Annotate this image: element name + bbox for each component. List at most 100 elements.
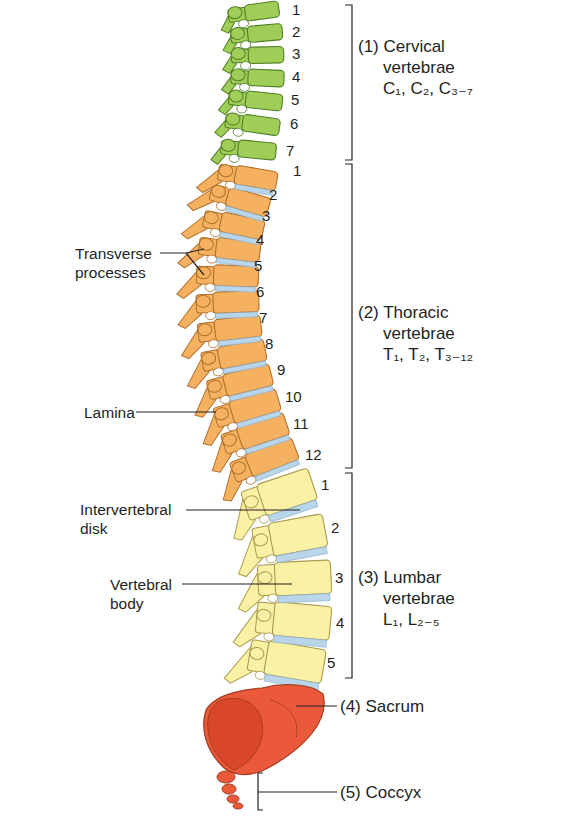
vertebral-body (248, 69, 285, 87)
leader-line (182, 583, 292, 584)
intervertebral-disk (235, 184, 273, 195)
vertebra-number: 3 (262, 207, 270, 224)
transverse-process (221, 139, 236, 152)
coccyx-segment (222, 784, 236, 794)
vertebra-number: 5 (254, 257, 262, 274)
transverse-process (203, 210, 219, 225)
transverse-process (230, 27, 245, 40)
intervertebral-disk (216, 258, 256, 268)
vertebra-number: 5 (291, 91, 299, 108)
vertebral-body (241, 114, 280, 136)
region-label: (3) Lumbar vertebrae L₁, L₂₋₅ (358, 567, 455, 630)
sacral-line (270, 700, 297, 738)
intervertebral-disk (215, 286, 256, 293)
transverse-process (199, 237, 214, 251)
vertebra-number: 11 (293, 415, 309, 432)
vertebra-number: 3 (335, 569, 343, 586)
vertebra (211, 137, 277, 169)
intervertebral-disk (216, 312, 258, 319)
transverse-process (258, 571, 273, 584)
region-label: (2) Thoracic vertebrae T₁, T₂, T₃₋₁₂ (358, 302, 473, 365)
vertebra-number: 2 (331, 519, 339, 536)
intervertebral-foramen (206, 311, 216, 319)
transverse-process (225, 112, 241, 126)
vertebra-number: 12 (305, 446, 322, 463)
region-label: (5) Coccyx (340, 782, 421, 803)
coccyx-segment (227, 795, 239, 803)
vertebra-number: 7 (259, 309, 267, 326)
vertebra-number: 1 (293, 162, 301, 179)
vertebra-number: 4 (292, 68, 300, 85)
region-bracket (345, 473, 352, 678)
intervertebral-disk (255, 460, 300, 481)
region-bracket (258, 773, 337, 810)
transverse-process (196, 295, 210, 308)
part-label: Vertebral body (110, 575, 172, 613)
vertebra (177, 263, 259, 301)
transverse-process (243, 494, 260, 510)
part-label: Transverse processes (75, 244, 152, 282)
coccyx-segment (233, 803, 243, 809)
vertebral-column (177, 1, 333, 698)
intervertebral-disk (269, 500, 319, 522)
intervertebral-foramen (239, 83, 249, 91)
region-bracket (345, 5, 352, 160)
intervertebral-disk (220, 232, 260, 245)
region-label: (1) Cervical vertebrae C₁, C₂, C₃₋₇ (358, 36, 473, 99)
transverse-process (230, 460, 247, 476)
intervertebral-disk (218, 336, 261, 346)
intervertebral-disk (237, 411, 281, 428)
transverse-process (227, 6, 242, 20)
vertebral-body (248, 46, 284, 63)
vertebral-body (274, 560, 331, 596)
intervertebral-disk (229, 386, 273, 401)
vertebra-number: 3 (292, 45, 300, 62)
transverse-process (253, 533, 269, 547)
vertebra (214, 110, 280, 145)
transverse-process (201, 351, 217, 365)
vertebra-number: 2 (269, 186, 277, 203)
region-bracket (345, 164, 352, 468)
transverse-process (231, 68, 246, 81)
transverse-process (221, 432, 238, 448)
transverse-process (197, 323, 212, 337)
vertebra-number: 6 (256, 283, 264, 300)
vertebral-body (213, 290, 259, 313)
leader-line (186, 509, 300, 510)
coccyx-segment (217, 771, 235, 783)
vertebra-number: 5 (327, 654, 335, 671)
vertebra-number: 4 (256, 231, 264, 248)
vertebra-number: 1 (321, 476, 329, 493)
vertebra-number: 10 (285, 388, 302, 405)
intervertebral-disk (223, 361, 266, 374)
vertebra (196, 159, 278, 205)
vertebral-body (245, 91, 283, 111)
sacrum-coccyx (204, 685, 324, 809)
transverse-process (256, 609, 271, 622)
sacrum-shape (204, 685, 324, 775)
transverse-process (218, 164, 234, 178)
vertebra-number: 8 (265, 335, 273, 352)
brackets-and-leaders (136, 5, 352, 810)
leader-line (160, 249, 204, 275)
sacral-crest (208, 698, 263, 770)
vertebra (218, 1, 281, 34)
leader-line (296, 705, 337, 706)
vertebra-number: 6 (290, 115, 298, 132)
vertebral-body (247, 23, 283, 42)
intervertebral-disk (225, 206, 264, 222)
leader-line (136, 411, 216, 412)
intervertebral-foramen (268, 594, 278, 602)
intervertebral-foramen (205, 283, 215, 291)
vertebral-body (272, 601, 332, 640)
transverse-process (206, 379, 222, 394)
vertebra-number: 7 (286, 142, 294, 159)
intervertebral-foramen (240, 62, 250, 70)
vertebra-number: 4 (336, 614, 344, 631)
intervertebral-disk (245, 435, 290, 454)
vertebral-body (244, 1, 280, 21)
part-label: Lamina (84, 403, 135, 422)
transverse-process (213, 406, 230, 421)
vertebra (177, 290, 260, 328)
